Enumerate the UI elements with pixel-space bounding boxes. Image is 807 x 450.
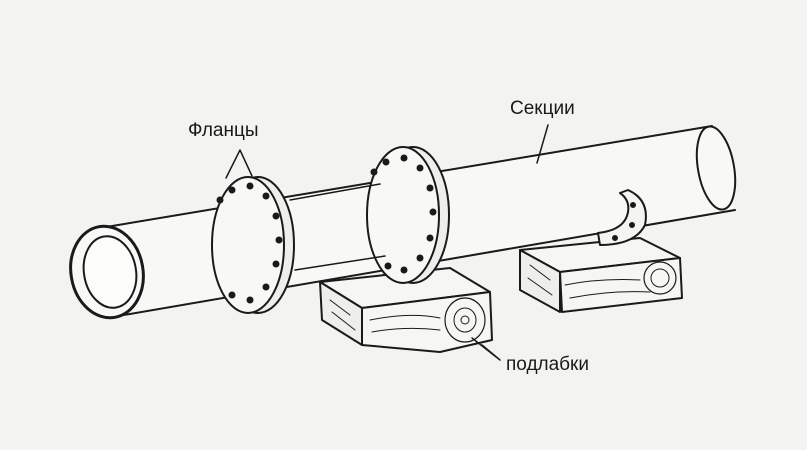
half-flange — [597, 189, 647, 246]
label-sections: Секции — [510, 98, 575, 119]
leader-lines — [225, 124, 549, 361]
wooden-support-back — [519, 237, 683, 313]
label-flanges: Фланцы — [188, 120, 259, 141]
flange-right — [289, 146, 450, 284]
flange-left — [211, 176, 295, 314]
wooden-support-front — [319, 267, 493, 353]
label-supports: подлабки — [506, 354, 589, 375]
